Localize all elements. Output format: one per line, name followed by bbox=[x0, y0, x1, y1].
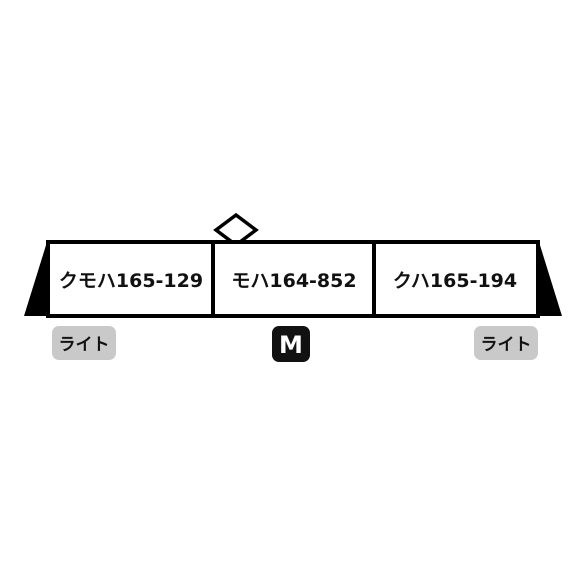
right-light-label: ライト bbox=[481, 335, 532, 355]
car-1-body bbox=[46, 240, 216, 318]
car-1-label: クモハ165-129 bbox=[59, 270, 203, 292]
car-3-front-cab bbox=[536, 242, 562, 316]
motor-badge: M bbox=[272, 326, 310, 362]
car-2: モハ164-852 bbox=[211, 240, 377, 318]
car-2-body bbox=[211, 240, 377, 318]
car-3-body bbox=[372, 240, 540, 318]
car-1-front-cab bbox=[24, 242, 50, 316]
motor-label: M bbox=[279, 331, 303, 359]
car-3: クハ165-194 bbox=[372, 240, 562, 318]
car-2-label: モハ164-852 bbox=[231, 270, 356, 292]
car-3-label: クハ165-194 bbox=[393, 270, 517, 292]
left-light-label: ライト bbox=[59, 335, 110, 355]
right-light-badge: ライト bbox=[474, 326, 538, 360]
left-light-badge: ライト bbox=[52, 326, 116, 360]
car-1: クモハ165-129 bbox=[24, 240, 216, 318]
